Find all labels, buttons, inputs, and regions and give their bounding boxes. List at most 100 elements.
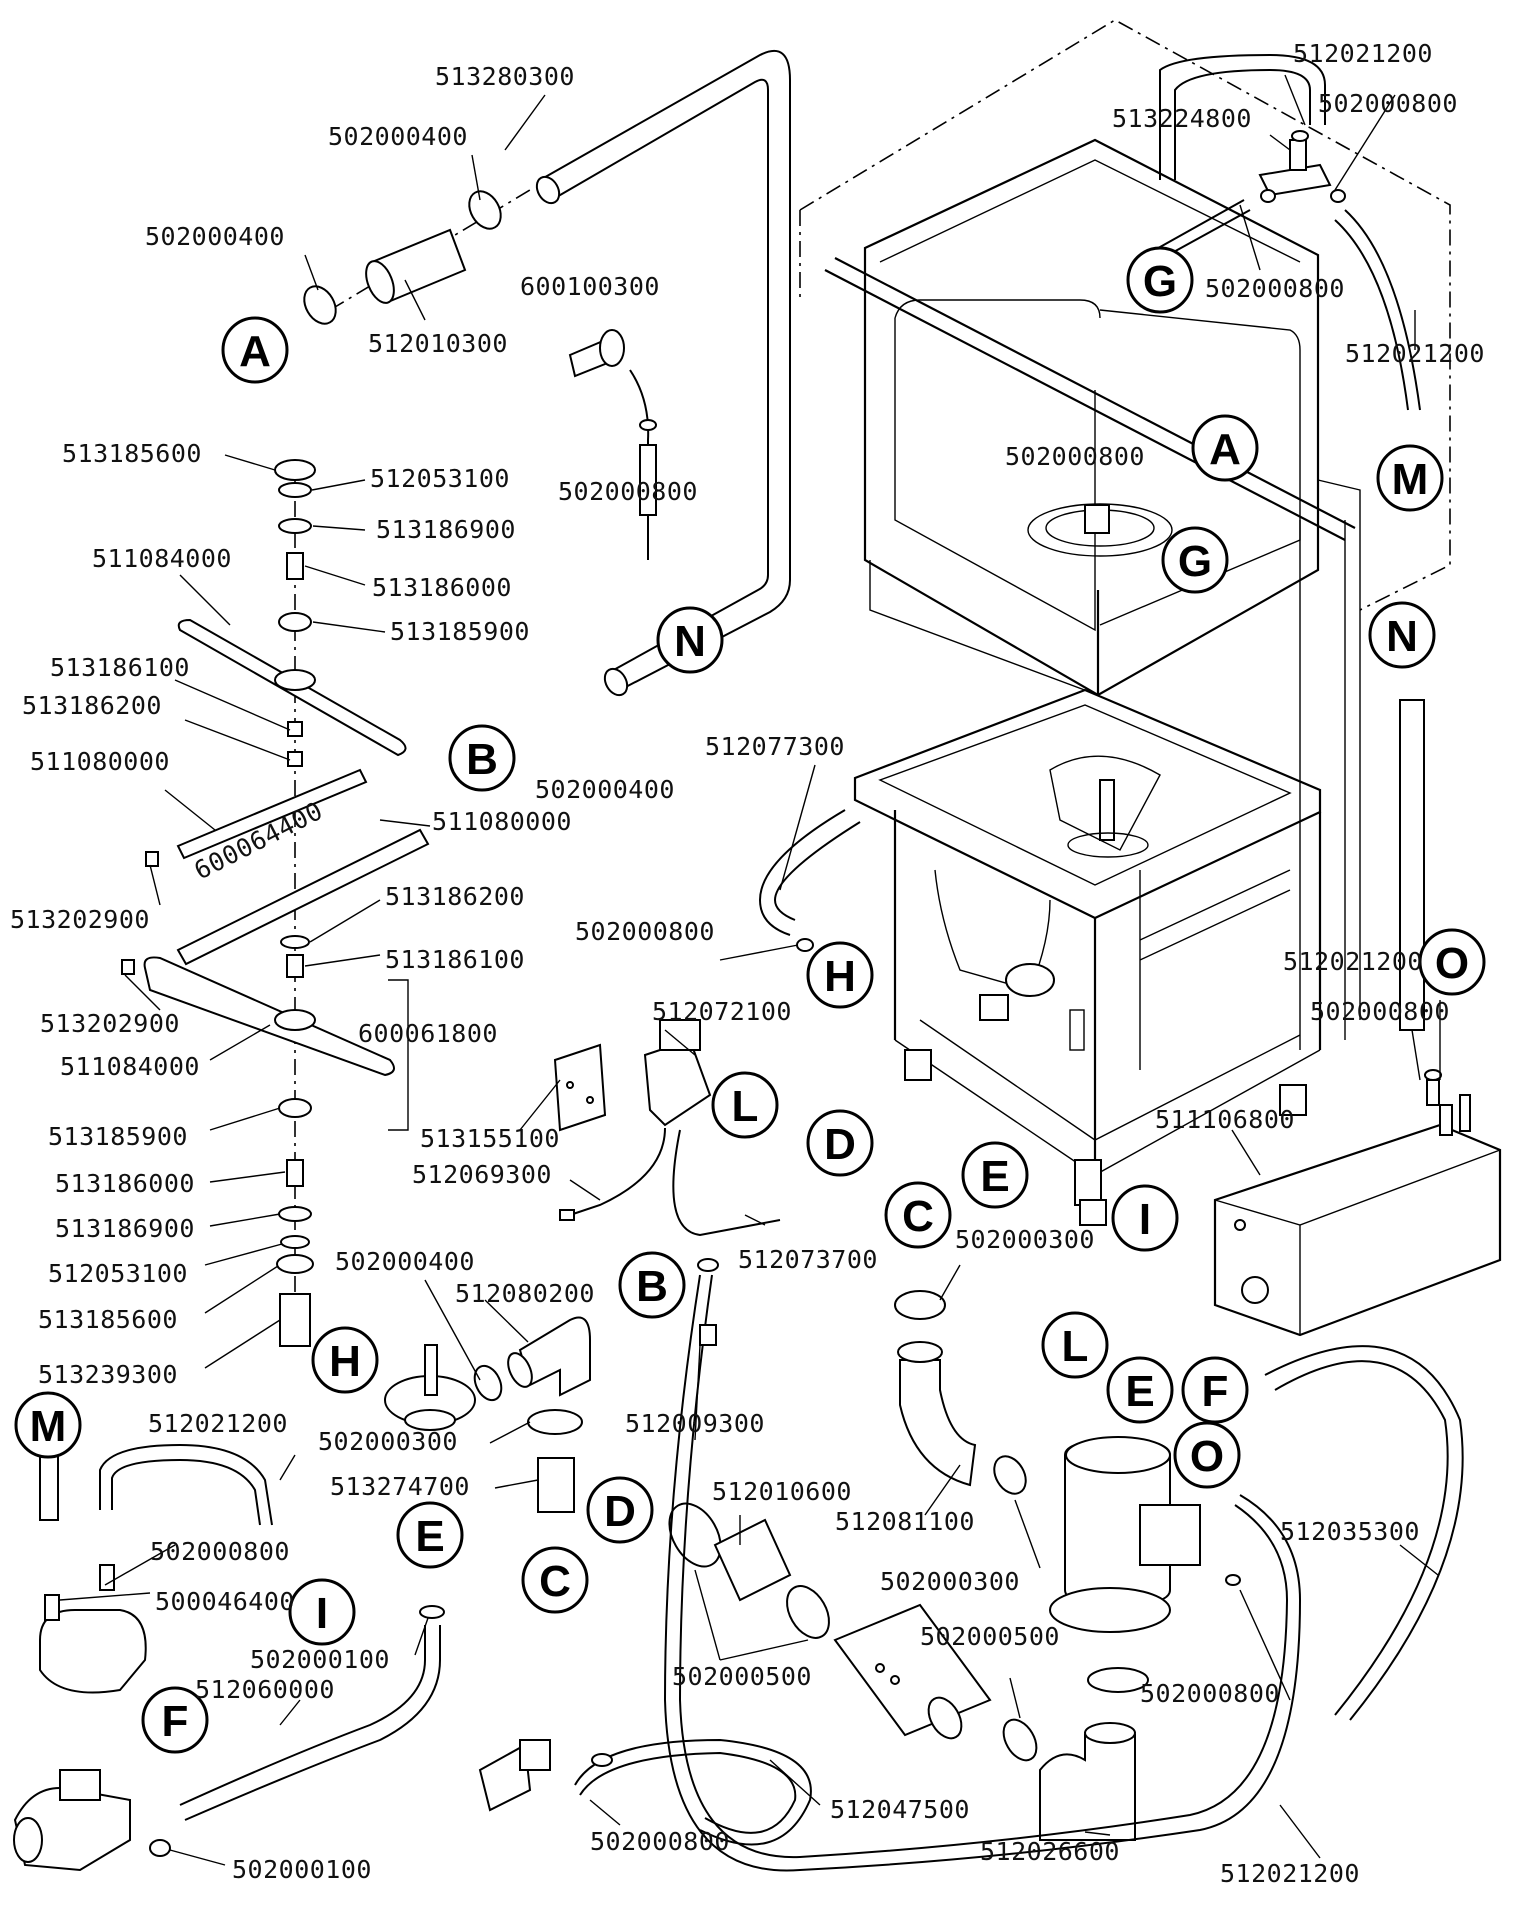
part-label: 502000400 xyxy=(535,775,675,804)
part-label: 502000100 xyxy=(232,1855,372,1884)
part-number-labels: 513280300 502000400 502000400 512010300 … xyxy=(10,39,1485,1888)
part-label: 512026600 xyxy=(980,1837,1120,1866)
machine-cabinet xyxy=(824,138,1361,1226)
part-label: 512021200 xyxy=(1345,339,1485,368)
svg-text:F: F xyxy=(1202,1367,1229,1416)
part-label: 512080200 xyxy=(455,1279,595,1308)
part-label: 512021200 xyxy=(148,1409,288,1438)
part-label: 600100300 xyxy=(520,272,660,301)
boiler-tank xyxy=(1213,1094,1502,1337)
part-label: 512047500 xyxy=(830,1795,970,1824)
svg-text:G: G xyxy=(1143,257,1177,306)
part-label: 513224800 xyxy=(1112,104,1252,133)
part-label: 502000800 xyxy=(1318,89,1458,118)
assembly-boundary xyxy=(799,19,1451,611)
part-label: 500046400 xyxy=(155,1587,295,1616)
callout-I-boiler: I xyxy=(1111,1184,1179,1252)
callout-M-right: M xyxy=(1376,444,1444,512)
svg-text:D: D xyxy=(824,1120,856,1169)
part-label: 511106800 xyxy=(1155,1105,1295,1134)
callout-I-left: I xyxy=(288,1578,356,1646)
svg-text:C: C xyxy=(539,1557,571,1606)
svg-text:N: N xyxy=(1386,612,1418,661)
part-label: 512081100 xyxy=(835,1507,975,1536)
part-label: 502000400 xyxy=(328,122,468,151)
part-label: 502000800 xyxy=(1205,274,1345,303)
part-label: 513186000 xyxy=(55,1169,195,1198)
part-label: 502000300 xyxy=(880,1567,1020,1596)
part-label: 512010300 xyxy=(368,329,508,358)
part-label: 513186000 xyxy=(372,573,512,602)
part-label: 600061800 xyxy=(358,1019,498,1048)
callout-L-upper: L xyxy=(711,1071,779,1139)
part-label: 512009300 xyxy=(625,1409,765,1438)
svg-text:C: C xyxy=(902,1192,934,1241)
svg-text:G: G xyxy=(1178,537,1212,586)
part-label: 512072100 xyxy=(652,997,792,1026)
drain-parts xyxy=(384,1316,591,1513)
svg-text:E: E xyxy=(1125,1367,1154,1416)
rinse-hose xyxy=(758,809,861,952)
wash-pump xyxy=(894,1290,1201,1841)
callout-G-upper: G xyxy=(1126,246,1194,314)
part-label: 502000500 xyxy=(672,1662,812,1691)
svg-text:M: M xyxy=(1392,455,1429,504)
part-label: 513280300 xyxy=(435,62,575,91)
callout-M-left: M xyxy=(14,1391,82,1459)
part-label: 513186200 xyxy=(22,691,162,720)
part-label: 513186100 xyxy=(50,653,190,682)
callout-H-left: H xyxy=(311,1326,379,1394)
part-label: 512073700 xyxy=(738,1245,878,1274)
part-label: 513155100 xyxy=(420,1124,560,1153)
part-label: 502000800 xyxy=(1140,1679,1280,1708)
callout-G-lower: G xyxy=(1161,526,1229,594)
svg-text:N: N xyxy=(674,617,706,666)
callout-N-right: N xyxy=(1368,601,1436,669)
callout-L-lower: L xyxy=(1041,1311,1109,1379)
part-label: 512053100 xyxy=(48,1259,188,1288)
part-label: 511084000 xyxy=(92,544,232,573)
callout-N-upper: N xyxy=(656,606,724,674)
svg-text:B: B xyxy=(466,735,498,784)
part-label: 502000300 xyxy=(955,1225,1095,1254)
svg-text:H: H xyxy=(329,1337,361,1386)
part-label: 502000800 xyxy=(150,1537,290,1566)
callout-circles: A A B B C C D D E E E F F G G H H I I L … xyxy=(14,246,1486,1754)
callout-D-lower: D xyxy=(586,1476,654,1544)
callout-B-lower: B xyxy=(618,1251,686,1319)
callout-F-left: F xyxy=(141,1686,209,1754)
part-label: 502000500 xyxy=(920,1622,1060,1651)
svg-text:A: A xyxy=(1209,425,1241,474)
part-label: 502000800 xyxy=(1005,442,1145,471)
part-label: 512035300 xyxy=(1280,1517,1420,1546)
part-label: 502000100 xyxy=(250,1645,390,1674)
svg-text:E: E xyxy=(415,1512,444,1561)
spray-arm-parts xyxy=(121,189,531,1347)
callout-O-right: O xyxy=(1418,928,1486,996)
callout-D-upper: D xyxy=(806,1109,874,1177)
svg-text:L: L xyxy=(1062,1322,1089,1371)
part-label: 513185600 xyxy=(38,1305,178,1334)
callout-A-left: A xyxy=(221,316,289,384)
upper-hose-group xyxy=(568,53,1442,1106)
part-label: 513185900 xyxy=(390,617,530,646)
part-label: 502000300 xyxy=(318,1427,458,1456)
part-label: 512021200 xyxy=(1283,947,1423,976)
part-label: 513239300 xyxy=(38,1360,178,1389)
svg-text:M: M xyxy=(30,1402,67,1451)
part-label: 502000400 xyxy=(335,1247,475,1276)
part-label: 513186900 xyxy=(376,515,516,544)
part-label: 513202900 xyxy=(10,905,150,934)
svg-text:E: E xyxy=(980,1152,1009,1201)
callout-E-machine: E xyxy=(961,1141,1029,1209)
filter-parts xyxy=(668,1502,992,1740)
svg-text:B: B xyxy=(636,1262,668,1311)
part-label: 502000400 xyxy=(145,222,285,251)
leader-lines xyxy=(59,74,1441,1866)
callout-F-right: F xyxy=(1181,1356,1249,1424)
callout-E-pump: E xyxy=(1106,1356,1174,1424)
callout-C-upper: C xyxy=(884,1181,952,1249)
part-label: 513185600 xyxy=(62,439,202,468)
